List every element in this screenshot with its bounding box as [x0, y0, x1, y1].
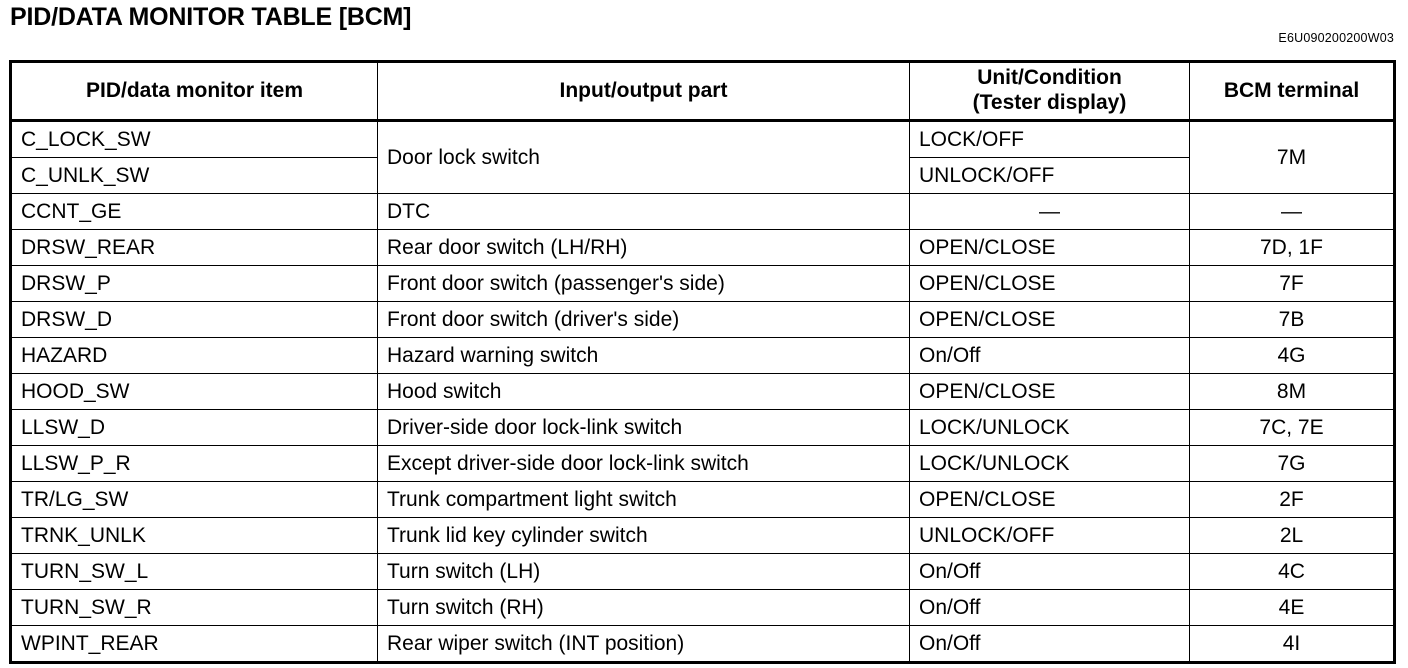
- cell-bcm-terminal: 7G: [1189, 445, 1395, 482]
- cell-input-output-part: Door lock switch: [377, 120, 910, 194]
- cell-bcm-terminal: 2L: [1189, 517, 1395, 554]
- pid-data-monitor-table: PID/data monitor item Input/output part …: [9, 60, 1396, 664]
- cell-pid-item: DRSW_D: [10, 301, 378, 338]
- cell-input-output-part: DTC: [377, 193, 910, 230]
- cell-pid-item: DRSW_P: [10, 265, 378, 302]
- cell-pid-item: TRNK_UNLK: [10, 517, 378, 554]
- cell-pid-item: DRSW_REAR: [10, 229, 378, 266]
- cell-unit-condition: LOCK/UNLOCK: [909, 445, 1190, 482]
- cell-bcm-terminal: 8M: [1189, 373, 1395, 410]
- cell-unit-condition: On/Off: [909, 337, 1190, 374]
- cell-input-output-part: Front door switch (passenger's side): [377, 265, 910, 302]
- column-header-unit-condition: Unit/Condition (Tester display): [909, 61, 1190, 122]
- cell-pid-item: C_UNLK_SW: [10, 157, 378, 194]
- cell-unit-condition: OPEN/CLOSE: [909, 481, 1190, 518]
- cell-pid-item: WPINT_REAR: [10, 625, 378, 664]
- cell-unit-condition: OPEN/CLOSE: [909, 265, 1190, 302]
- table-row: C_UNLK_SW UNLOCK/OFF: [10, 157, 1395, 194]
- cell-unit-condition: UNLOCK/OFF: [909, 157, 1190, 194]
- cell-input-output-part: Driver-side door lock-link switch: [377, 409, 910, 446]
- cell-pid-item: TURN_SW_L: [10, 553, 378, 590]
- cell-unit-condition: On/Off: [909, 589, 1190, 626]
- cell-input-output-part: Turn switch (LH): [377, 553, 910, 590]
- cell-input-output-part: Trunk lid key cylinder switch: [377, 517, 910, 554]
- cell-pid-item: CCNT_GE: [10, 193, 378, 230]
- cell-pid-item: LLSW_P_R: [10, 445, 378, 482]
- cell-unit-condition: OPEN/CLOSE: [909, 373, 1190, 410]
- cell-bcm-terminal: 7M: [1189, 120, 1395, 194]
- cell-input-output-part: Rear door switch (LH/RH): [377, 229, 910, 266]
- cell-bcm-terminal: 4C: [1189, 553, 1395, 590]
- cell-input-output-part: Turn switch (RH): [377, 589, 910, 626]
- cell-unit-condition: OPEN/CLOSE: [909, 229, 1190, 266]
- cell-unit-condition: OPEN/CLOSE: [909, 301, 1190, 338]
- cell-pid-item: C_LOCK_SW: [10, 120, 378, 158]
- cell-pid-item: TR/LG_SW: [10, 481, 378, 518]
- cell-bcm-terminal: 2F: [1189, 481, 1395, 518]
- cell-unit-condition: LOCK/UNLOCK: [909, 409, 1190, 446]
- cell-unit-condition: On/Off: [909, 625, 1190, 664]
- cell-input-output-part: Except driver-side door lock-link switch: [377, 445, 910, 482]
- cell-bcm-terminal: 7C, 7E: [1189, 409, 1395, 446]
- column-header-unit-condition-line1: Unit/Condition: [977, 66, 1122, 90]
- cell-bcm-terminal: 4G: [1189, 337, 1395, 374]
- table-header-row: PID/data monitor item Input/output part …: [10, 61, 1395, 122]
- cell-input-output-part: Hazard warning switch: [377, 337, 910, 374]
- cell-unit-condition: On/Off: [909, 553, 1190, 590]
- cell-bcm-terminal: —: [1189, 193, 1395, 230]
- column-header-input-output-part: Input/output part: [377, 61, 910, 122]
- cell-bcm-terminal: 7D, 1F: [1189, 229, 1395, 266]
- cell-pid-item: HAZARD: [10, 337, 378, 374]
- cell-pid-item: HOOD_SW: [10, 373, 378, 410]
- cell-input-output-part: Trunk compartment light switch: [377, 481, 910, 518]
- cell-pid-item: LLSW_D: [10, 409, 378, 446]
- column-header-bcm-terminal: BCM terminal: [1189, 61, 1395, 122]
- column-header-unit-condition-line2: (Tester display): [972, 91, 1127, 114]
- cell-bcm-terminal: 4I: [1189, 625, 1395, 664]
- cell-unit-condition: —: [909, 193, 1190, 230]
- pid-data-monitor-table-container: PID/data monitor item Input/output part …: [9, 60, 1396, 664]
- cell-bcm-terminal: 7F: [1189, 265, 1395, 302]
- cell-input-output-part: Hood switch: [377, 373, 910, 410]
- cell-pid-item: TURN_SW_R: [10, 589, 378, 626]
- page-title: PID/DATA MONITOR TABLE [BCM]: [10, 3, 412, 31]
- cell-input-output-part: Front door switch (driver's side): [377, 301, 910, 338]
- cell-bcm-terminal: 4E: [1189, 589, 1395, 626]
- cell-unit-condition: LOCK/OFF: [909, 120, 1190, 158]
- document-reference-code: E6U090200200W03: [1278, 31, 1394, 45]
- cell-unit-condition: UNLOCK/OFF: [909, 517, 1190, 554]
- column-header-pid-item: PID/data monitor item: [10, 61, 378, 122]
- table-header: PID/data monitor item Input/output part …: [10, 61, 1395, 122]
- cell-input-output-part: Rear wiper switch (INT position): [377, 625, 910, 664]
- cell-bcm-terminal: 7B: [1189, 301, 1395, 338]
